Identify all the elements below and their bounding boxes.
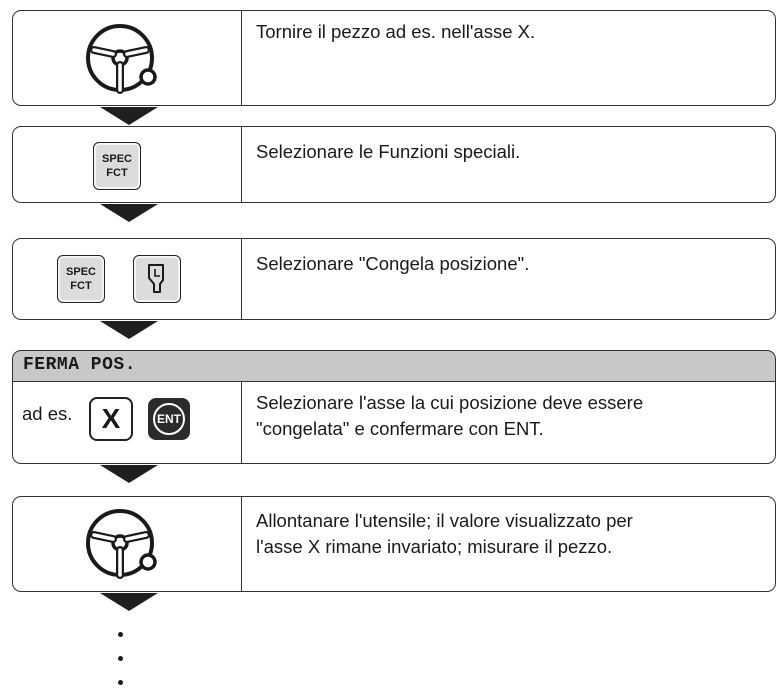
- step-divider: [241, 239, 242, 319]
- step-4-text-line1: Selezionare l'asse la cui posizione deve…: [256, 392, 644, 413]
- step-divider: [241, 11, 242, 105]
- down-arrow-icon: [100, 465, 158, 483]
- step-5-text-line2: l'asse X rimane invariato; misurare il p…: [256, 536, 613, 557]
- display-header-text: FERMA POS.: [23, 355, 137, 375]
- step-2-box: SPEC FCT Selezionare le Funzioni special…: [12, 126, 776, 203]
- spec-fct-key-line1: SPEC: [102, 153, 132, 165]
- ent-key-label: ENT: [153, 403, 185, 435]
- axis-x-key: X: [89, 397, 133, 441]
- spec-fct-key-line2: FCT: [70, 280, 92, 292]
- down-arrow-icon: [100, 321, 158, 339]
- step-4-text-line2: "congelata" e confermare con ENT.: [256, 418, 544, 439]
- step-3-box: SPEC FCT Selezionare "Congela posizione"…: [12, 238, 776, 320]
- spec-fct-key: SPEC FCT: [93, 142, 141, 190]
- continuation-dot: [118, 680, 123, 685]
- down-arrow-icon: [100, 593, 158, 611]
- spec-fct-key: SPEC FCT: [57, 255, 105, 303]
- step-2-text: Selezionare le Funzioni speciali.: [256, 141, 521, 162]
- step-divider: [241, 382, 242, 463]
- continuation-dot: [118, 632, 123, 637]
- spec-fct-key-line2: FCT: [106, 167, 128, 179]
- step-5-text-line1: Allontanare l'utensile; il valore visual…: [256, 510, 633, 531]
- step-4-box: ad es. X ENT Selezionare l'asse la cui p…: [12, 381, 776, 464]
- ent-key: ENT: [148, 398, 190, 440]
- example-prefix: ad es.: [22, 403, 73, 424]
- continuation-dot: [118, 656, 123, 661]
- step-5-box: Allontanare l'utensile; il valore visual…: [12, 496, 776, 592]
- step-divider: [241, 497, 242, 591]
- down-arrow-icon: [100, 107, 158, 125]
- down-arrow-icon: [100, 204, 158, 222]
- handwheel-icon: [86, 509, 157, 579]
- freeze-position-key-icon: [133, 255, 181, 303]
- display-header: FERMA POS.: [12, 350, 776, 382]
- spec-fct-key-line1: SPEC: [66, 266, 96, 278]
- step-1-text: Tornire il pezzo ad es. nell'asse X.: [256, 21, 536, 42]
- step-3-text: Selezionare "Congela posizione".: [256, 253, 530, 274]
- step-1-box: Tornire il pezzo ad es. nell'asse X.: [12, 10, 776, 106]
- handwheel-icon: [86, 24, 157, 94]
- step-divider: [241, 127, 242, 202]
